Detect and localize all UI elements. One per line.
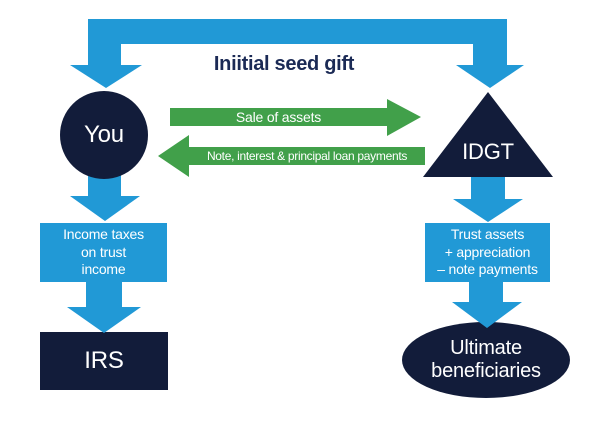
income-taxes-label: Income taxes on trust income [40, 223, 167, 282]
text-line: income [81, 261, 126, 278]
irs-node-label: IRS [84, 346, 124, 374]
income-to-irs-arrow [67, 280, 141, 333]
diagram-title: Iniitial seed gift [213, 53, 355, 75]
you-to-income-arrow [70, 170, 140, 221]
irs-box [40, 332, 168, 390]
idgt-to-trust-arrow [453, 172, 523, 222]
income-taxes-box [40, 223, 167, 282]
text-line: + appreciation [444, 243, 531, 260]
seed-gift-bracket-arrow [70, 19, 524, 88]
text-line: beneficiaries [431, 360, 541, 382]
trust-assets-box [425, 223, 550, 282]
ultimate-beneficiaries-ellipse [402, 322, 570, 398]
text-line: – note payments [437, 261, 538, 278]
ultimate-beneficiaries-label: Ultimate beneficiaries [402, 322, 570, 398]
you-node-label: You [84, 120, 124, 148]
idgt-node-label: IDGT [462, 138, 514, 164]
loan-payments-arrow [158, 135, 425, 177]
loan-payments-label: Note, interest & principal loan payments [206, 148, 408, 163]
text-line: Income taxes [63, 226, 144, 243]
trust-to-beneficiaries-arrow [452, 280, 522, 328]
trust-assets-label: Trust assets + appreciation – note payme… [425, 223, 550, 282]
text-line: on trust [80, 243, 127, 260]
idgt-triangle [423, 92, 553, 177]
text-line: Ultimate [450, 337, 522, 359]
you-circle [60, 91, 148, 179]
sale-of-assets-label: Sale of assets [235, 108, 322, 125]
text-line: Trust assets [450, 226, 525, 243]
sale-of-assets-arrow [170, 99, 421, 136]
